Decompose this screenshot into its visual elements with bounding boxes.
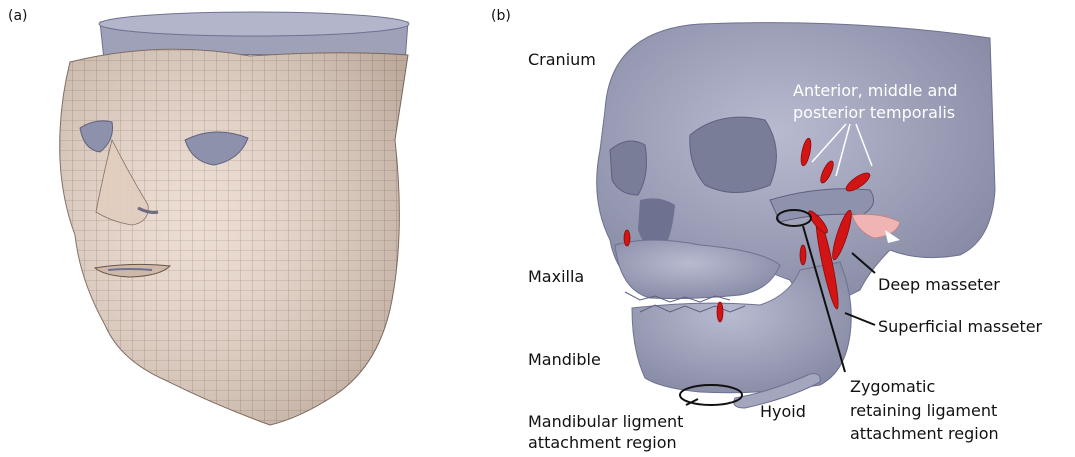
label-mandible: Mandible bbox=[528, 350, 601, 370]
label-zygomatic-line1: Zygomatic bbox=[850, 377, 935, 397]
label-deep-masseter: Deep masseter bbox=[878, 275, 1000, 295]
label-temporalis-line2: posterior temporalis bbox=[793, 102, 955, 123]
label-maxilla: Maxilla bbox=[528, 267, 584, 287]
label-zygomatic-line2: retaining ligament bbox=[850, 401, 997, 421]
right-orbit bbox=[690, 117, 777, 192]
label-zygomatic-line3: attachment region bbox=[850, 424, 999, 444]
face-mesh-model bbox=[60, 12, 409, 425]
label-cranium: Cranium bbox=[528, 50, 596, 70]
label-mandibular-line1: Mandibular ligment bbox=[528, 412, 683, 432]
label-superficial-masseter: Superficial masseter bbox=[878, 317, 1042, 337]
label-temporalis-line1: Anterior, middle and bbox=[793, 80, 958, 101]
label-mandibular-line2: attachment region bbox=[528, 433, 677, 453]
label-hyoid: Hyoid bbox=[760, 402, 806, 422]
